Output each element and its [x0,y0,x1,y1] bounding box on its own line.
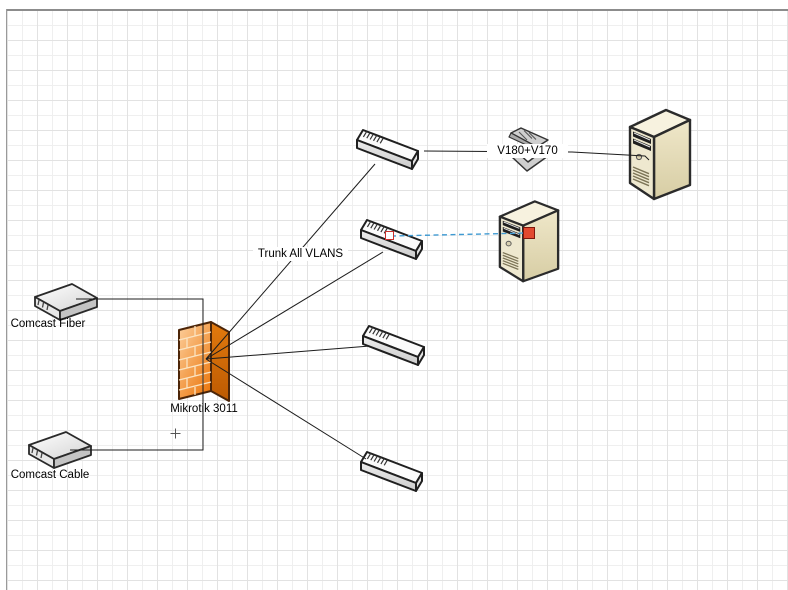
comcast-fiber-label[interactable]: Comcast Fiber [10,318,86,330]
node-firewall[interactable] [176,318,234,404]
node-switch-1[interactable] [352,124,428,174]
vlan-label[interactable]: V180+V170 [487,144,568,158]
edge-firewall-to-switch3[interactable] [205,345,371,360]
trunk-label[interactable]: Trunk All VLANS [253,247,348,261]
node-server-2[interactable] [496,196,562,284]
edge-comcast-fiber-to-firewall[interactable] [76,298,204,361]
node-switch-2[interactable] [356,214,432,264]
server-icon[interactable] [496,196,562,284]
switch-icon[interactable] [356,446,432,496]
node-switch-4[interactable] [356,446,432,496]
cable-modem-icon[interactable] [22,429,98,473]
firewall-label[interactable]: Mikrotik 3011 [170,403,238,415]
switch-icon[interactable] [358,320,434,370]
page-border-left [6,9,7,590]
selection-handle-start[interactable] [385,231,394,240]
switch-icon[interactable] [352,124,428,174]
firewall-icon[interactable] [176,318,234,404]
edge-firewall-to-switch4[interactable] [205,358,367,460]
edge-comcast-cable-to-firewall[interactable] [70,361,204,451]
edge-switch2-to-server2[interactable] [390,232,529,237]
server-icon[interactable] [626,104,694,202]
node-comcast-cable[interactable] [22,429,98,473]
connection-point-marker [170,428,181,439]
node-switch-3[interactable] [358,320,434,370]
edge-firewall-to-switch2[interactable] [205,251,384,360]
node-server-1[interactable] [626,104,694,202]
switch-icon[interactable] [356,214,432,264]
page-grid [7,10,788,590]
page-border-top [6,9,788,11]
selection-handle-end[interactable] [523,227,535,239]
edge-firewall-to-switch1[interactable] [205,163,376,360]
comcast-cable-label[interactable]: Comcast Cable [10,469,90,481]
